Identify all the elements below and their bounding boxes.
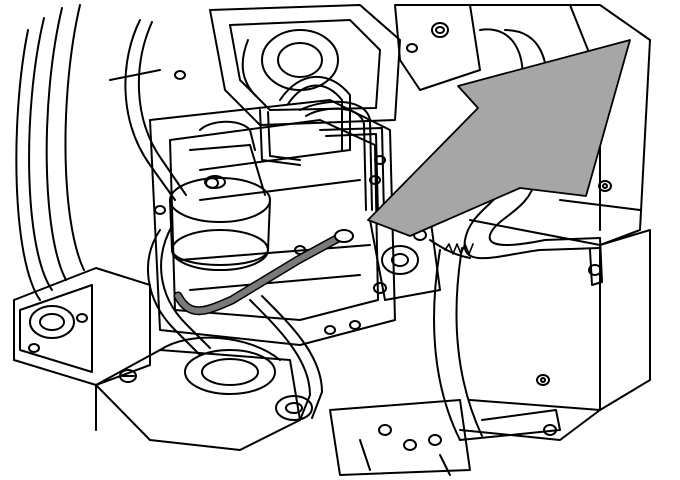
highlighted-hose	[173, 229, 354, 316]
bolts	[154, 70, 386, 335]
lower-left-frame	[13, 267, 151, 431]
lower-pipe	[249, 295, 323, 421]
left-pipe	[109, 19, 211, 356]
pointer-arrow	[367, 39, 631, 237]
spring	[444, 243, 474, 255]
left-fender	[15, 4, 85, 301]
bottom-details	[329, 399, 471, 476]
top-right-bracket	[394, 4, 481, 91]
fuel-filter-canister	[169, 120, 271, 271]
injector-lines	[259, 75, 385, 216]
